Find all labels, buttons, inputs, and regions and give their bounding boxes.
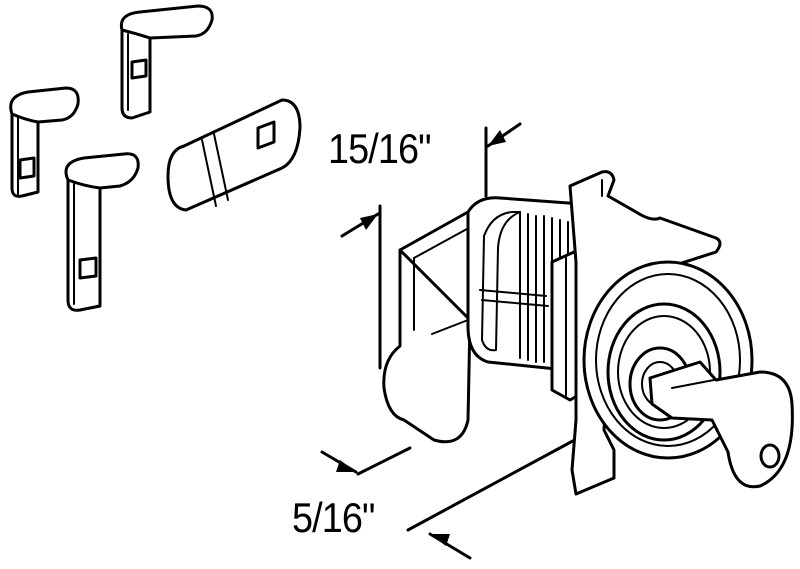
dimension-label-height: 15/16" <box>328 125 432 172</box>
dimension-top <box>340 122 522 370</box>
cam-hook-lower <box>64 152 140 312</box>
dimension-label-cam-offset: 5/16" <box>292 494 375 541</box>
cam-hook-top <box>119 4 214 120</box>
cam-lock-body <box>382 170 794 496</box>
cam-hook-left <box>9 86 80 198</box>
cam-flat <box>166 98 302 212</box>
dimension-bottom <box>320 434 584 560</box>
